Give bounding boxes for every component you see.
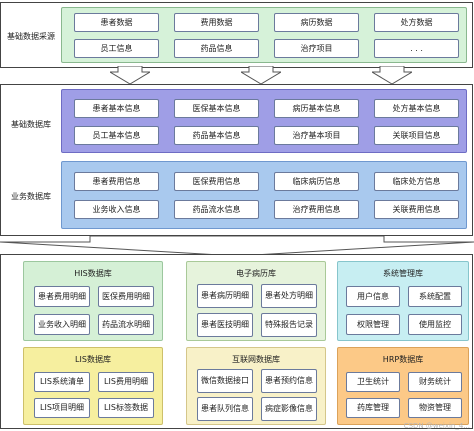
lis-item: LIS系统清单 [34, 372, 90, 392]
internet-item: 患者队列信息 [197, 397, 253, 421]
subsystem-layer: HIS数据库 患者费用明细 医保费用明细 业务收入明细 药品流水明细 电子病历库… [0, 254, 473, 429]
sys-database: 系统管理库 用户信息 系统配置 权限管理 使用监控 [337, 261, 469, 341]
down-arrow-icon [0, 236, 474, 256]
business-item: 业务收入信息 [74, 200, 159, 219]
down-arrow-icon [241, 66, 281, 84]
base-layer-label: 基础数据库 [11, 120, 51, 129]
his-item: 业务收入明细 [34, 314, 90, 335]
lis-item: LIS项目明细 [34, 398, 90, 418]
down-arrow-icon [372, 66, 412, 84]
base-item: 关联项目信息 [374, 126, 459, 145]
hrp-item: 财务统计 [408, 372, 462, 392]
emr-database: 电子病历库 患者病历明细 患者处方明细 患者医技明细 特殊报告记录 [186, 261, 326, 341]
base-panel: 患者基本信息 医保基本信息 病历基本信息 处方基本信息 员工基本信息 药品基本信… [61, 89, 467, 153]
source-item: 病历数据 [274, 13, 359, 32]
base-item: 处方基本信息 [374, 99, 459, 118]
source-item: 员工信息 [74, 39, 159, 58]
internet-item: 病症影像信息 [261, 397, 317, 421]
his-item: 患者费用明细 [34, 286, 90, 307]
his-item: 医保费用明细 [98, 286, 154, 307]
base-item: 药品基本信息 [174, 126, 259, 145]
business-item: 临床处方信息 [374, 172, 459, 191]
his-title: HIS数据库 [74, 269, 112, 278]
business-item: 关联费用信息 [374, 200, 459, 219]
sys-item: 用户信息 [346, 286, 400, 307]
emr-item: 特殊报告记录 [261, 313, 317, 337]
lis-item: LIS费用明细 [98, 372, 154, 392]
business-item: 治疗费用信息 [274, 200, 359, 219]
sys-item: 使用监控 [408, 314, 462, 335]
base-item: 病历基本信息 [274, 99, 359, 118]
source-item: 治疗项目 [274, 39, 359, 58]
source-panel: 患者数据 费用数据 病历数据 处方数据 员工信息 药品信息 治疗项目 . . . [61, 7, 467, 63]
sys-title: 系统管理库 [383, 269, 423, 278]
emr-item: 患者处方明细 [261, 284, 317, 308]
hrp-item: 药库管理 [346, 398, 400, 418]
business-panel: 患者费用信息 医保费用信息 临床病历信息 临床处方信息 业务收入信息 药品流水信… [61, 161, 467, 229]
source-item: 患者数据 [74, 13, 159, 32]
source-layer-label: 基础数据采源 [7, 32, 55, 41]
business-layer-label: 业务数据库 [11, 192, 51, 201]
sys-item: 权限管理 [346, 314, 400, 335]
emr-item: 患者医技明细 [197, 313, 253, 337]
lis-title: LIS数据库 [75, 355, 111, 364]
business-item: 医保费用信息 [174, 172, 259, 191]
emr-title: 电子病历库 [236, 269, 276, 278]
emr-item: 患者病历明细 [197, 284, 253, 308]
source-item: . . . [374, 39, 459, 58]
source-item: 药品信息 [174, 39, 259, 58]
hrp-item: 物资管理 [408, 398, 462, 418]
database-layer: 基础数据库 业务数据库 患者基本信息 医保基本信息 病历基本信息 处方基本信息 … [0, 84, 473, 236]
down-arrow-icon [110, 66, 150, 84]
business-item: 临床病历信息 [274, 172, 359, 191]
base-item: 员工基本信息 [74, 126, 159, 145]
source-item: 费用数据 [174, 13, 259, 32]
watermark: CSDN @weixin_4... [403, 422, 470, 430]
business-item: 药品流水信息 [174, 200, 259, 219]
internet-item: 患者预约信息 [261, 369, 317, 393]
source-item: 处方数据 [374, 13, 459, 32]
sys-item: 系统配置 [408, 286, 462, 307]
internet-database: 互联网数据库 微信数据接口 患者预约信息 患者队列信息 病症影像信息 [186, 347, 326, 425]
internet-title: 互联网数据库 [232, 355, 280, 364]
hrp-item: 卫生统计 [346, 372, 400, 392]
business-item: 患者费用信息 [74, 172, 159, 191]
lis-item: LIS标签数据 [98, 398, 154, 418]
lis-database: LIS数据库 LIS系统清单 LIS费用明细 LIS项目明细 LIS标签数据 [23, 347, 163, 425]
his-database: HIS数据库 患者费用明细 医保费用明细 业务收入明细 药品流水明细 [23, 261, 163, 341]
hrp-title: HRP数据库 [382, 355, 424, 364]
base-item: 医保基本信息 [174, 99, 259, 118]
base-item: 治疗基本项目 [274, 126, 359, 145]
hrp-database: HRP数据库 卫生统计 财务统计 药库管理 物资管理 [337, 347, 469, 425]
source-layer: 基础数据采源 患者数据 费用数据 病历数据 处方数据 员工信息 药品信息 治疗项… [0, 2, 473, 68]
internet-item: 微信数据接口 [197, 369, 253, 393]
his-item: 药品流水明细 [98, 314, 154, 335]
base-item: 患者基本信息 [74, 99, 159, 118]
